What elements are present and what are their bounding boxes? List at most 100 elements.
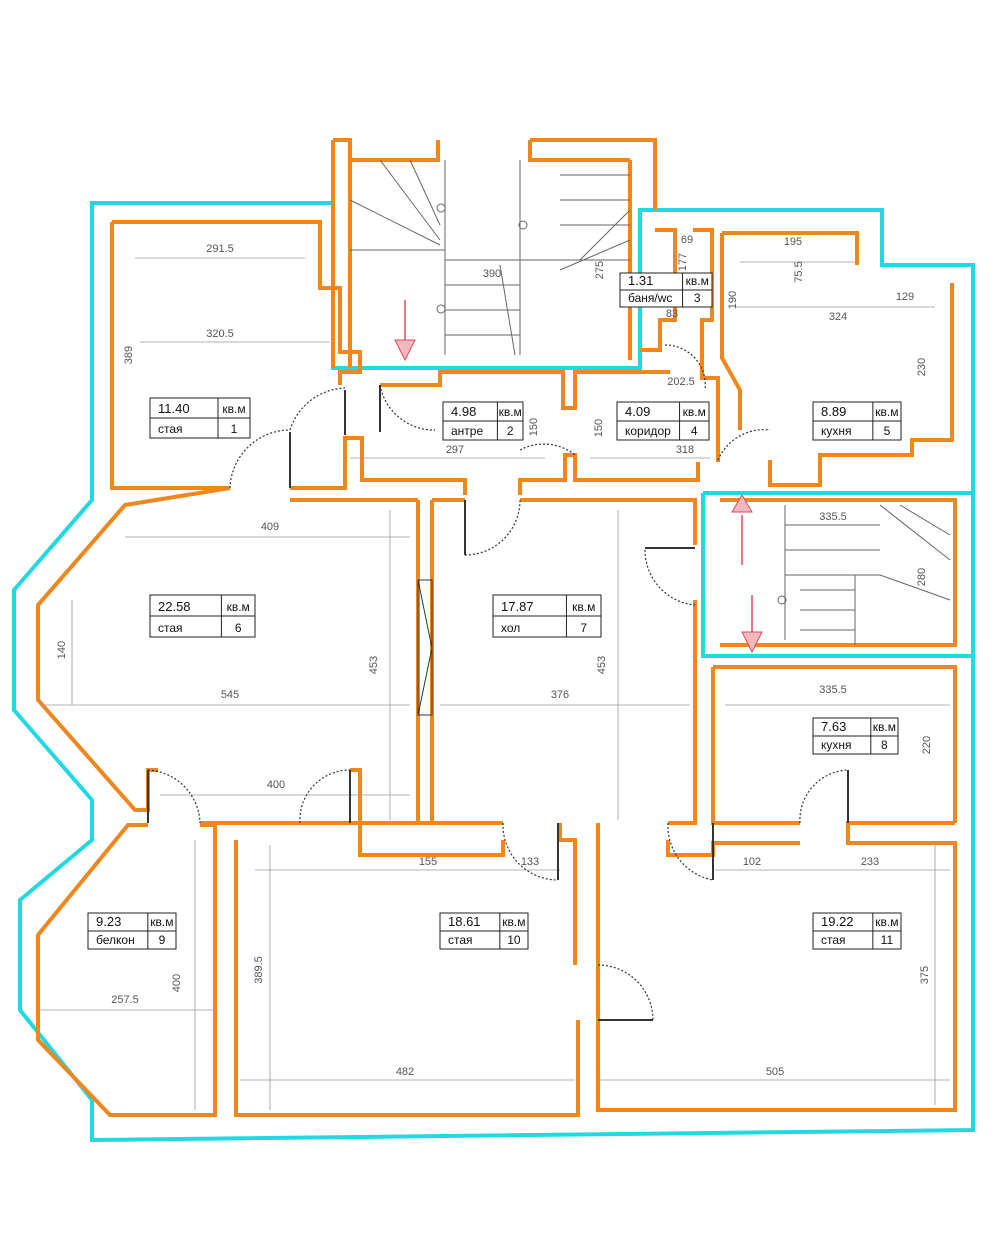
room-label-10: 18.61 кв.м стая 10 — [439, 912, 529, 950]
room-area-unit: кв.м — [222, 402, 245, 416]
dimension-label: 297 — [446, 444, 464, 456]
room-area-unit: кв.м — [502, 915, 525, 929]
dimension-label: 233 — [861, 856, 879, 868]
dimension-label: 177 — [677, 253, 689, 271]
room-name: стая — [158, 422, 183, 436]
dimension-label: 129 — [896, 291, 914, 303]
room-label-7: 17.87 кв.м хол 7 — [492, 594, 602, 638]
dimension-label: 390 — [483, 268, 501, 280]
room-area-unit: кв.м — [683, 405, 706, 419]
room-area-unit: кв.м — [150, 915, 173, 929]
room-number: 7 — [580, 621, 587, 635]
dimension-label: 83 — [666, 308, 678, 320]
room-area: 4.09 — [625, 404, 650, 419]
dimension-label: 102 — [743, 856, 761, 868]
room-name: антре — [451, 424, 483, 438]
room-area-unit: кв.м — [499, 405, 522, 419]
room-area: 9.23 — [96, 914, 121, 929]
dimension-label: 453 — [368, 656, 380, 674]
room-area-unit: кв.м — [875, 915, 898, 929]
building-outline — [12, 201, 975, 1143]
dimension-label: 140 — [56, 641, 68, 659]
room-area: 17.87 — [501, 599, 534, 614]
room-area: 22.58 — [158, 599, 191, 614]
room-label-1: 11.40 кв.м стая 1 — [149, 397, 251, 439]
dimension-label: 150 — [593, 419, 605, 437]
dimension-label: 280 — [916, 568, 928, 586]
dimension-label: 257.5 — [111, 994, 139, 1006]
dimension-label: 376 — [551, 689, 569, 701]
door-leaves — [147, 385, 849, 1021]
room-number: 1 — [231, 422, 238, 436]
room-area: 8.89 — [821, 404, 846, 419]
walls — [36, 138, 957, 1117]
dimension-label: 318 — [676, 444, 694, 456]
room-name: стая — [448, 933, 473, 947]
arrow-head-down — [741, 631, 763, 654]
room-area: 19.22 — [821, 914, 854, 929]
door-swings — [147, 344, 849, 1021]
room-name: хол — [501, 621, 520, 635]
dimension-label: 324 — [829, 311, 847, 323]
room-label-2: 4.98 кв.м антре 2 — [442, 401, 524, 441]
dimension-label: 155 — [419, 856, 437, 868]
stair-outline-right — [701, 491, 973, 658]
room-name: кухня — [821, 738, 852, 752]
dimension-label: 133 — [521, 856, 539, 868]
room-name: коридор — [625, 424, 671, 438]
dimension-label: 150 — [528, 418, 540, 436]
room-label-6: 22.58 кв.м стая 6 — [149, 594, 256, 638]
room-area-unit: кв.м — [686, 274, 709, 288]
room-number: 6 — [235, 621, 242, 635]
dimension-label: 400 — [171, 974, 183, 992]
room-number: 2 — [507, 424, 514, 438]
room-name: стая — [821, 933, 846, 947]
room-area: 7.63 — [821, 719, 846, 734]
room-name: белкон — [96, 933, 135, 947]
room-label-9: 9.23 кв.м белкон 9 — [87, 912, 177, 950]
room-number: 4 — [691, 424, 698, 438]
room-area: 11.40 — [158, 401, 190, 416]
dimension-label: 453 — [596, 656, 608, 674]
room-number: 9 — [159, 933, 166, 947]
dimension-label: 375 — [919, 966, 931, 984]
dimension-label: 409 — [261, 521, 279, 533]
sliding-door — [417, 579, 433, 716]
dimension-label: 400 — [267, 779, 285, 791]
arrow-head-top — [394, 339, 416, 362]
dimension-label: 230 — [916, 358, 928, 376]
dimension-label: 389 — [123, 346, 135, 364]
room-area: 18.61 — [448, 914, 481, 929]
room-area-unit: кв.м — [227, 600, 250, 614]
dimension-label: 202.5 — [667, 376, 695, 388]
dimension-label: 275 — [594, 261, 606, 279]
room-name: кухня — [821, 424, 852, 438]
dimension-label: 482 — [396, 1066, 414, 1078]
room-number: 10 — [507, 933, 521, 947]
dimension-label: 545 — [221, 689, 239, 701]
stairs-top — [349, 159, 631, 356]
room-label-11: 19.22 кв.м стая 11 — [812, 912, 902, 950]
room-label-4: 4.09 кв.м коридор 4 — [616, 401, 710, 441]
dimension-label: 335.5 — [819, 511, 847, 523]
dimension-label: 190 — [727, 291, 739, 309]
stair-arrows — [394, 300, 763, 654]
room-name: стая — [158, 621, 183, 635]
room-area: 4.98 — [451, 404, 476, 419]
room-number: 5 — [884, 424, 891, 438]
room-area: 1.31 — [628, 273, 653, 288]
dimension-label: 69 — [681, 234, 693, 246]
room-area-unit: кв.м — [875, 405, 898, 419]
room-label-5: 8.89 кв.м кухня 5 — [812, 401, 902, 441]
room-number: 11 — [881, 933, 894, 947]
dimension-label: 291.5 — [206, 243, 234, 255]
room-area-unit: кв.м — [572, 600, 595, 614]
dimension-label: 389.5 — [253, 956, 265, 984]
room-number: 3 — [694, 291, 701, 305]
dimension-label: 220 — [921, 736, 933, 754]
